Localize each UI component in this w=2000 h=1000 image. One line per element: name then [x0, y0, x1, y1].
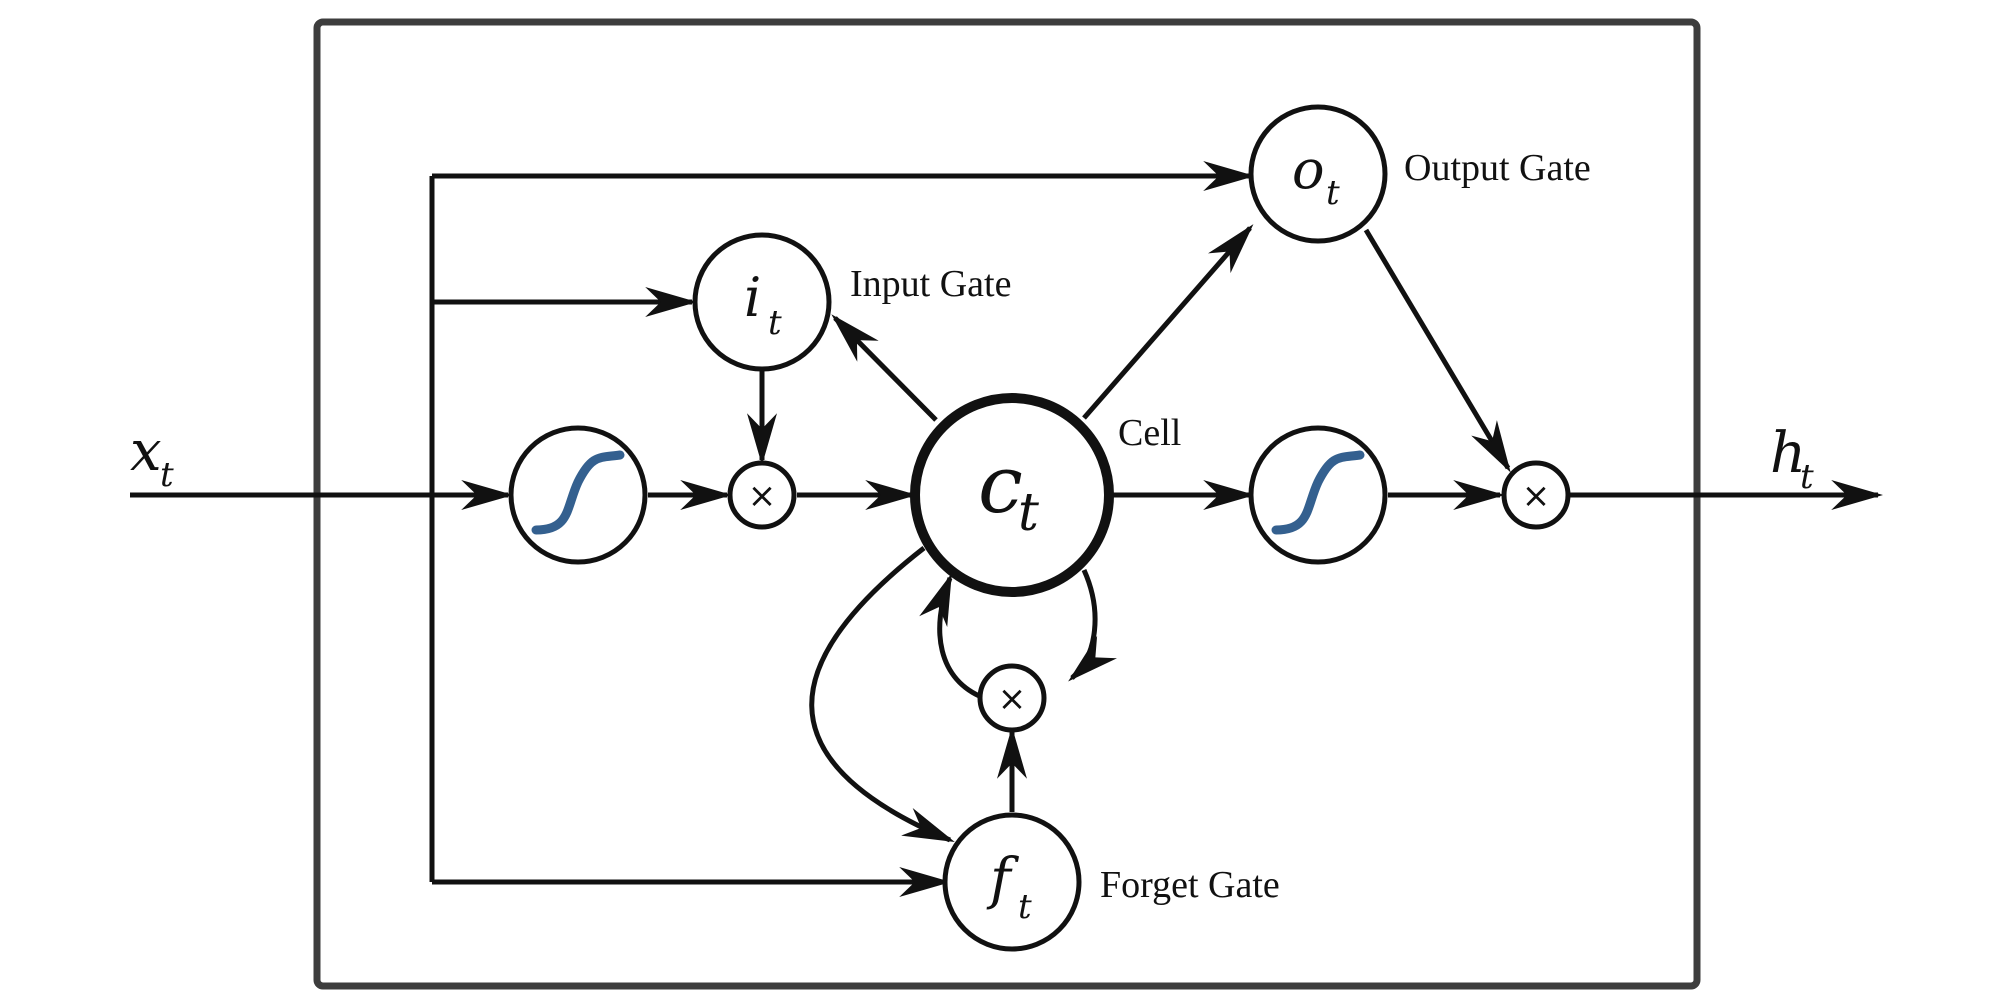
output-gate-symbol: o: [1292, 138, 1325, 201]
edge-cell-to-multiply-loop: [1068, 568, 1117, 682]
cell-label: Cell: [1118, 412, 1181, 454]
sigmoid-node-output: [1248, 425, 1388, 565]
output-subscript: t: [1800, 457, 1814, 497]
edge-cell-to-forget-gate: [809, 546, 955, 843]
multiply-icon: ×: [998, 679, 1027, 719]
lstm-cell-frame: [313, 18, 1701, 990]
output-label: h t: [1770, 421, 1814, 497]
multiply-node-input: ×: [727, 460, 797, 530]
multiply-node-output: ×: [1501, 460, 1571, 530]
edge-cell-to-input-gate: [831, 314, 938, 422]
sigmoid-curve-icon: [1271, 450, 1365, 535]
cell-symbol: c: [978, 438, 1023, 531]
connections: [130, 161, 1884, 897]
forget-gate-label: Forget Gate: [1100, 864, 1280, 906]
input-gate-symbol: i: [744, 266, 761, 329]
multiply-icon: ×: [1522, 476, 1551, 516]
output-gate-node: o t: [1248, 104, 1388, 244]
input-label: x t: [130, 419, 174, 495]
input-gate-node: i t: [692, 232, 832, 372]
output-symbol: h: [1770, 421, 1806, 486]
sigmoid-curve-icon: [531, 450, 625, 535]
input-gate-subscript: t: [768, 303, 782, 343]
sigmoid-node-input: [508, 425, 648, 565]
output-gate-label: Output Gate: [1404, 147, 1591, 189]
edge-cell-to-output-gate: [1082, 224, 1254, 420]
input-subscript: t: [160, 455, 174, 495]
edge-output-gate-to-multiply: [1363, 228, 1511, 473]
forget-gate-node: f t: [942, 812, 1082, 952]
forget-gate-subscript: t: [1018, 887, 1032, 927]
edge-multiply-to-cell-loop: [919, 573, 985, 701]
input-symbol: x: [130, 419, 162, 484]
cell-subscript: t: [1018, 483, 1039, 543]
cell-node: c t: [910, 393, 1114, 597]
input-gate-label: Input Gate: [850, 263, 1011, 305]
output-gate-subscript: t: [1326, 173, 1340, 213]
multiply-node-forget: ×: [977, 663, 1047, 733]
multiply-icon: ×: [748, 476, 777, 516]
